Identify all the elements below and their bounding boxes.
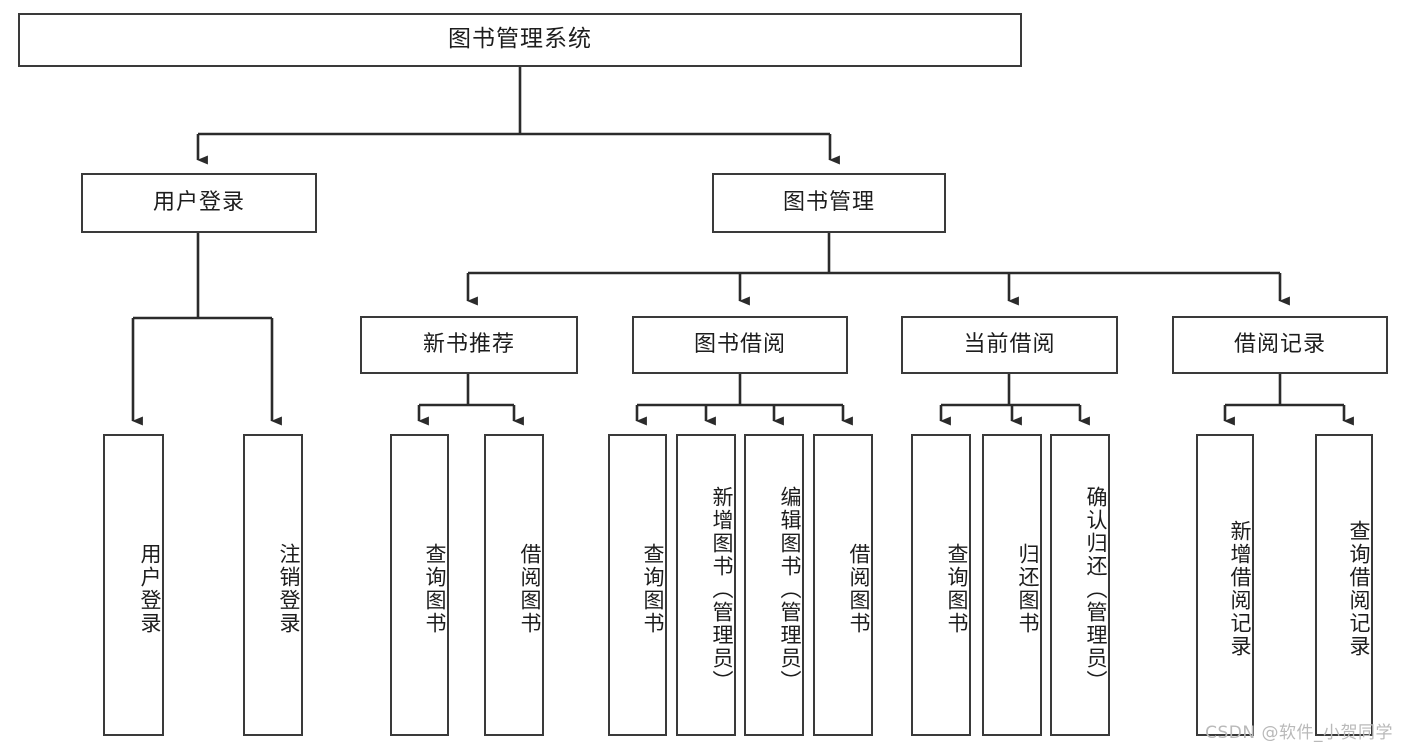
node-leaf-user-logout[interactable]: 注销登录 [243, 434, 303, 736]
node-leaf-borrow-book-new[interactable]: 借阅图书 [484, 434, 544, 736]
node-leaf-return-book[interactable]: 归还图书 [982, 434, 1042, 736]
node-leaf-query-borrow-record-label: 查询借阅记录 [1347, 520, 1371, 658]
node-root-label: 图书管理系统 [448, 26, 592, 53]
node-leaf-query-book-new[interactable]: 查询图书 [390, 434, 449, 736]
node-user-login-label: 用户登录 [152, 190, 245, 216]
node-leaf-query-book-new-label: 查询图书 [423, 543, 447, 635]
node-leaf-add-book-admin-label: 新增图书（管理员） [710, 485, 734, 693]
node-leaf-add-book-admin[interactable]: 新增图书（管理员） [676, 434, 736, 736]
node-leaf-add-borrow-record[interactable]: 新增借阅记录 [1196, 434, 1254, 736]
node-book-management[interactable]: 图书管理 [712, 173, 946, 233]
node-leaf-query-book-borrow-label: 查询图书 [641, 543, 665, 635]
node-new-book-recommend[interactable]: 新书推荐 [360, 316, 578, 374]
node-leaf-borrow-book[interactable]: 借阅图书 [813, 434, 873, 736]
node-leaf-confirm-return-admin-label: 确认归还（管理员） [1084, 485, 1108, 693]
node-book-borrow-label: 图书借阅 [693, 332, 786, 358]
node-borrow-records-label: 借阅记录 [1233, 332, 1326, 358]
node-leaf-query-book-borrow[interactable]: 查询图书 [608, 434, 667, 736]
node-borrow-records[interactable]: 借阅记录 [1172, 316, 1388, 374]
node-book-borrow[interactable]: 图书借阅 [632, 316, 848, 374]
node-root[interactable]: 图书管理系统 [18, 13, 1022, 67]
node-leaf-borrow-book-label: 借阅图书 [847, 543, 871, 635]
node-current-borrow-label: 当前借阅 [963, 332, 1056, 358]
node-leaf-user-login-label: 用户登录 [138, 543, 162, 635]
node-leaf-user-logout-label: 注销登录 [277, 543, 301, 635]
node-book-management-label: 图书管理 [782, 190, 875, 216]
node-leaf-return-book-label: 归还图书 [1016, 543, 1040, 635]
node-leaf-borrow-book-new-label: 借阅图书 [518, 543, 542, 635]
node-leaf-add-borrow-record-label: 新增借阅记录 [1228, 520, 1252, 658]
node-leaf-user-login[interactable]: 用户登录 [103, 434, 164, 736]
node-new-book-recommend-label: 新书推荐 [422, 332, 515, 358]
node-leaf-edit-book-admin[interactable]: 编辑图书（管理员） [744, 434, 804, 736]
node-leaf-query-book-current-label: 查询图书 [945, 543, 969, 635]
node-user-login[interactable]: 用户登录 [81, 173, 317, 233]
node-leaf-edit-book-admin-label: 编辑图书（管理员） [778, 485, 802, 693]
node-leaf-query-book-current[interactable]: 查询图书 [911, 434, 971, 736]
node-leaf-confirm-return-admin[interactable]: 确认归还（管理员） [1050, 434, 1110, 736]
node-leaf-query-borrow-record[interactable]: 查询借阅记录 [1315, 434, 1373, 736]
node-current-borrow[interactable]: 当前借阅 [901, 316, 1118, 374]
